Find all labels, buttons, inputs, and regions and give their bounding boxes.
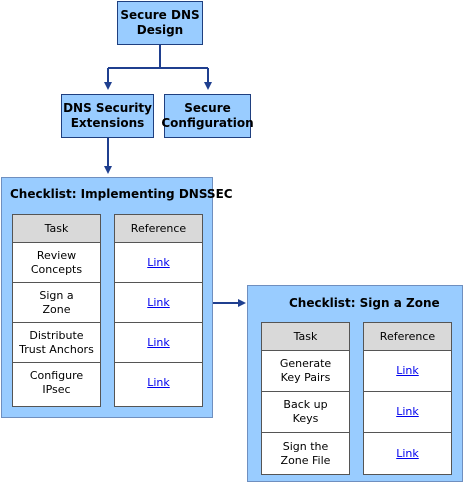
checklist-sign-zone-task-cell: Back up Keys xyxy=(262,392,349,433)
checklist-sign-zone-reference-cell: Link xyxy=(364,392,451,433)
reference-link[interactable]: Link xyxy=(147,376,170,389)
checklist-implementing-dnssec: Checklist: Implementing DNSSEC Task Revi… xyxy=(1,177,233,418)
checklist-dnssec-task-column: Task Review Concepts Sign a Zone Distrib… xyxy=(12,214,101,407)
node-dns-security-extensions: DNS Security Extensions xyxy=(61,94,154,138)
node-secure-dns-design-label: Secure DNS Design xyxy=(120,8,200,37)
checklist-sign-zone-task-cell: Sign the Zone File xyxy=(280,439,331,467)
checklist-sign-zone-task-header: Task xyxy=(262,323,349,351)
checklist-sign-a-zone: Checklist: Sign a Zone Task Generate Key… xyxy=(247,285,463,482)
checklist-sign-zone-reference-cell: Link xyxy=(364,351,451,392)
checklist-dnssec-task-cell: Distribute Trust Anchors xyxy=(13,323,100,363)
checklist-dnssec-task-cell: Sign a Zone xyxy=(13,283,100,323)
checklist-implementing-dnssec-title: Checklist: Implementing DNSSEC xyxy=(10,187,233,201)
checklist-dnssec-reference-header: Reference xyxy=(115,215,202,243)
checklist-sign-zone-task-column: Task Generate Key Pairs Back up Keys Sig… xyxy=(261,322,350,475)
checklist-sign-zone-reference-cell: Link xyxy=(364,433,451,474)
checklist-sign-a-zone-title: Checklist: Sign a Zone xyxy=(289,296,440,310)
checklist-dnssec-task-cell: Review Concepts xyxy=(13,243,100,283)
reference-link[interactable]: Link xyxy=(147,255,170,269)
checklist-sign-zone-reference-column: Reference Link Link Link xyxy=(363,322,452,475)
reference-link[interactable]: Link xyxy=(396,446,419,460)
checklist-dnssec-reference-column: Reference Link Link Link Link xyxy=(114,214,203,407)
node-secure-dns-design: Secure DNS Design xyxy=(117,1,203,45)
node-secure-configuration: Secure Configuration xyxy=(161,94,254,138)
checklist-dnssec-task-cell: Configure IPsec xyxy=(29,369,84,396)
checklist-sign-zone-task-cell: Generate Key Pairs xyxy=(262,351,349,392)
checklist-dnssec-reference-cell: Link xyxy=(115,283,202,323)
checklist-dnssec-reference-cell: Link xyxy=(115,323,202,363)
checklist-sign-zone-reference-header: Reference xyxy=(364,323,451,351)
checklist-dnssec-reference-cell: Link xyxy=(115,363,202,403)
checklist-dnssec-reference-cell: Link xyxy=(115,243,202,283)
reference-link[interactable]: Link xyxy=(147,295,170,309)
checklist-dnssec-task-header: Task xyxy=(13,215,100,243)
reference-link[interactable]: Link xyxy=(396,405,419,418)
node-secure-configuration-label: Secure Configuration xyxy=(161,101,254,130)
node-dns-security-extensions-label: DNS Security Extensions xyxy=(63,101,152,130)
reference-link[interactable]: Link xyxy=(396,364,419,377)
reference-link[interactable]: Link xyxy=(147,335,170,349)
